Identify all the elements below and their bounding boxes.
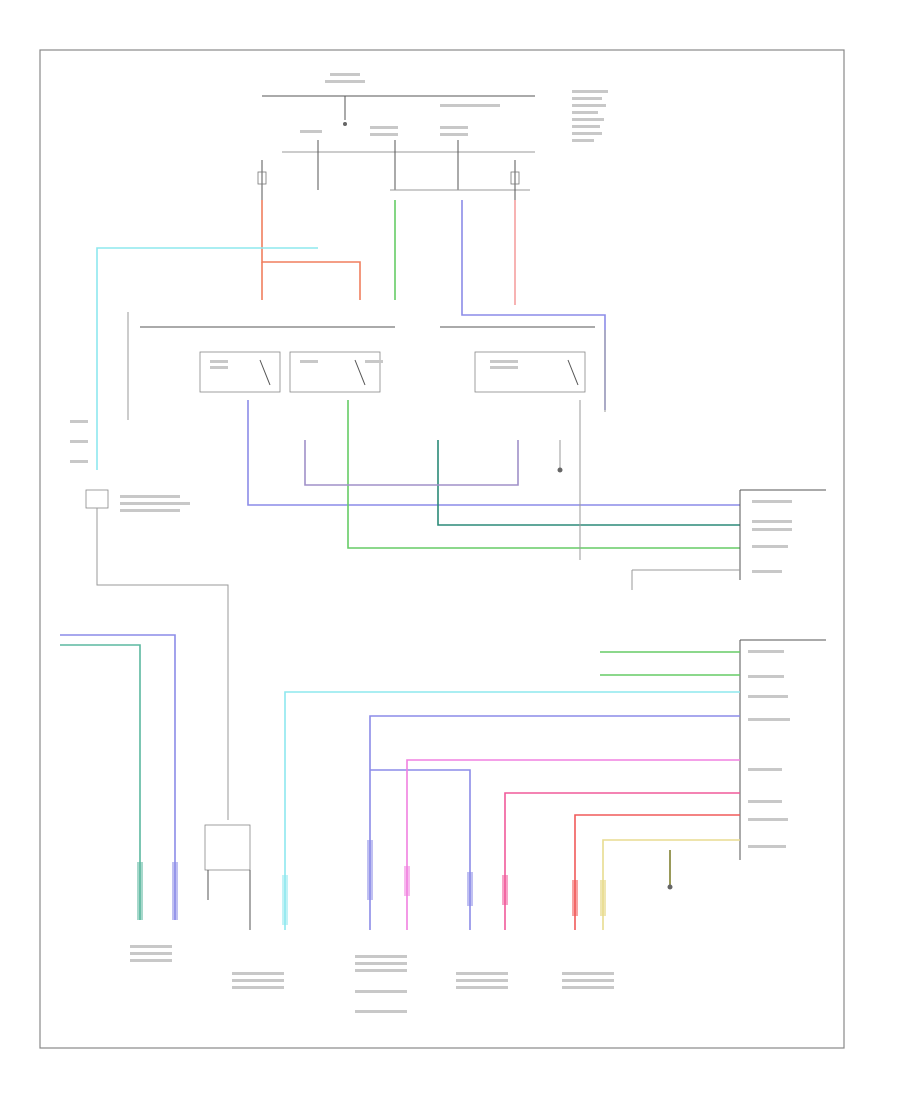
green-wire-middle	[347, 400, 740, 549]
fuse-left	[257, 160, 267, 200]
red-wire-left	[261, 200, 361, 300]
diagram-frame	[39, 49, 845, 1049]
cyan-wire-left	[96, 247, 318, 470]
top-power-bus	[262, 95, 535, 191]
label-cluster-top	[300, 73, 500, 136]
left-blue-pair	[60, 634, 176, 920]
fuse-right	[510, 160, 520, 200]
left-teal-pair	[60, 644, 141, 920]
label-cluster-top-right	[572, 90, 608, 142]
cyan-wire-lower	[284, 691, 740, 930]
bottom-connectors	[137, 840, 606, 925]
connector-right-lower	[739, 639, 826, 860]
connector-right-upper	[631, 489, 826, 590]
bottom-label-blocks	[130, 945, 614, 1013]
teal-wire-middle	[437, 440, 740, 526]
ground-icon	[557, 467, 563, 473]
purple-wire-loop	[304, 440, 519, 486]
red-wire-lower	[574, 814, 740, 930]
blue-wire-lower	[369, 715, 740, 930]
pink-wire-lower	[504, 792, 740, 930]
left-feed	[70, 420, 229, 820]
blue-wire-top	[461, 200, 606, 410]
blue-wire-down	[370, 769, 471, 930]
blue-wire-middle	[247, 400, 740, 506]
ground-icon-lower	[667, 884, 673, 890]
fuse-box-lower	[204, 824, 251, 930]
control-module-relays	[127, 312, 606, 420]
